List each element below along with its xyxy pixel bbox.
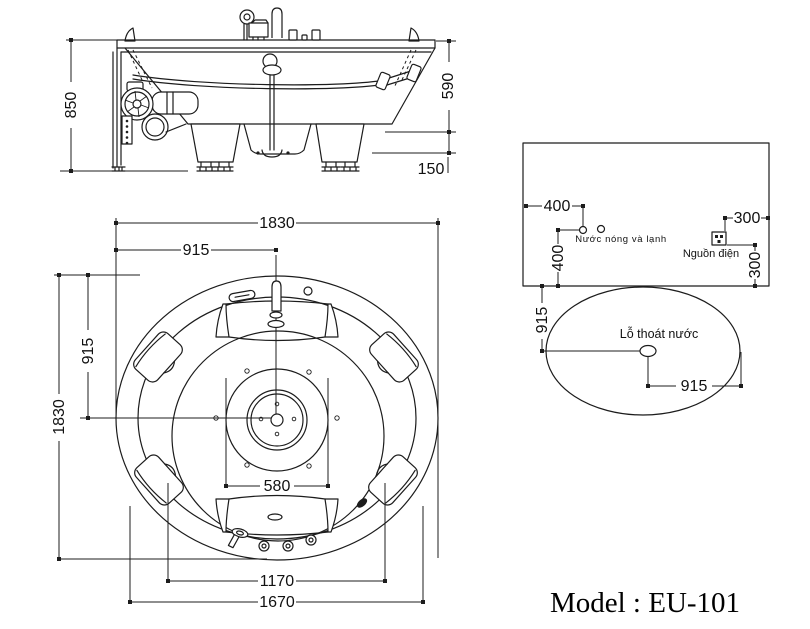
mixer-block xyxy=(248,22,269,38)
dim-400v-label: 400 xyxy=(550,245,567,272)
dim-1830-left-label: 1830 xyxy=(51,399,68,435)
seat-circles xyxy=(225,368,329,472)
floor-footprint-group: Lỗ thoát nước 915 915 xyxy=(534,284,743,416)
dim-front-height-body: 590 150 xyxy=(372,39,457,178)
dim-plan-diameter-top: 1830 xyxy=(114,215,440,558)
dim-850-label: 850 xyxy=(63,92,80,119)
dim-590-label: 590 xyxy=(440,73,457,100)
knob-1 xyxy=(288,29,298,41)
power-outlet-group: 300 300 Nguồn điện xyxy=(683,210,770,288)
motor xyxy=(151,91,199,115)
center-drain xyxy=(270,413,284,427)
drain-hole-label: Lỗ thoát nước xyxy=(620,326,698,341)
control-fixtures-plan xyxy=(227,498,368,552)
dim-plan-radius-top: 915 xyxy=(114,242,278,259)
shower-holder-icon xyxy=(239,9,255,25)
deck-jet xyxy=(303,286,313,296)
right-rim-fin xyxy=(408,27,420,42)
tub-basin xyxy=(171,330,385,542)
dim-plan-base-outer: 1670 xyxy=(128,506,425,611)
massage-jets xyxy=(213,368,340,469)
faucet-lever xyxy=(271,280,282,312)
model-label: Model : EU-101 xyxy=(550,587,740,619)
water-supply-group: 400 400 Nước nóng và lạnh xyxy=(524,198,666,288)
front-elevation-view: 850 590 150 xyxy=(60,7,457,178)
pump-assembly xyxy=(120,81,199,145)
power-outlet-icon xyxy=(711,231,727,246)
dim-front-height-total: 850 xyxy=(60,38,188,173)
headrest-pillow-bottom-left xyxy=(134,454,184,506)
dim-plan-radius-left: 915 xyxy=(54,273,140,420)
suction-port xyxy=(356,498,368,508)
control-knob-1 xyxy=(258,540,270,552)
knob-2 xyxy=(301,34,308,41)
dim-1670-label: 1670 xyxy=(259,594,295,611)
dim-1830-top-label: 1830 xyxy=(259,215,295,232)
dim-300h-label: 300 xyxy=(734,210,761,227)
dim-400h-label: 400 xyxy=(544,198,571,215)
diverter-lever xyxy=(227,528,249,549)
plumbing-front xyxy=(132,53,422,158)
tub-rim-front xyxy=(116,27,436,89)
installation-view: 400 400 Nước nóng và lạnh 300 300 Nguồn … xyxy=(522,142,770,416)
headrest-pillow-bottom-right xyxy=(368,454,418,506)
dim-915-left-label: 915 xyxy=(80,338,97,365)
dim-915-wall-label: 915 xyxy=(534,307,551,334)
knob-3 xyxy=(311,29,321,41)
headrest-pillow-top-right xyxy=(369,331,419,383)
plan-view: 1830 915 915 1830 580 117 xyxy=(51,215,440,611)
faucet-fixtures-plan xyxy=(228,280,313,329)
control-knob-3 xyxy=(305,534,317,546)
backrest-top xyxy=(215,300,339,342)
dim-915-top-label: 915 xyxy=(183,242,210,259)
control-knob-2 xyxy=(282,540,294,552)
dim-580-label: 580 xyxy=(264,478,291,495)
center-axes xyxy=(80,255,277,419)
dim-150-label: 150 xyxy=(418,161,445,178)
dim-915-right-label: 915 xyxy=(681,378,708,395)
drain-hole-icon xyxy=(639,344,657,358)
wall-outline xyxy=(522,142,770,287)
dim-1170-label: 1170 xyxy=(260,573,295,590)
hot-water-point-icon xyxy=(578,225,588,235)
dim-300v-label: 300 xyxy=(747,252,764,279)
dim-plan-base-inner: 1170 xyxy=(166,483,387,590)
backrest-bottom xyxy=(215,494,339,536)
headrest-pillow-top-left xyxy=(133,331,183,383)
support-pedestals xyxy=(190,123,365,172)
dim-plan-diameter-left: 1830 xyxy=(51,273,267,561)
dim-plan-seat: 580 xyxy=(224,378,330,495)
cold-water-point-icon xyxy=(596,224,606,234)
water-supply-label: Nước nóng và lạnh xyxy=(575,234,666,245)
power-source-label: Nguồn điện xyxy=(683,248,739,260)
faucet-fixtures-front xyxy=(239,7,321,41)
left-rim-fin xyxy=(124,27,136,42)
spout xyxy=(271,7,283,38)
